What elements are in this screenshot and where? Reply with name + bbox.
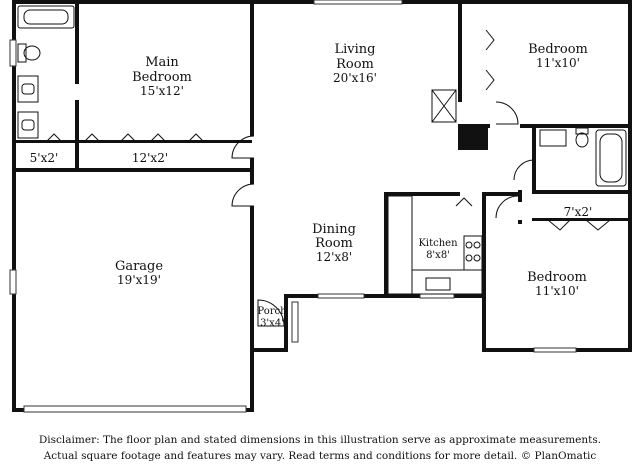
bedroom-bottom-dims: 11'x10'	[535, 284, 579, 298]
closet-bedroom-dims: 7'x2'	[564, 205, 593, 219]
closet-main-dims: 12'x2'	[132, 151, 168, 165]
kitchen-name: Kitchen	[418, 238, 458, 249]
room-labels: Main Bedroom 15'x12' Living Room 20'x16'…	[30, 42, 593, 329]
garage-name: Garage	[115, 259, 163, 274]
windows	[9, 0, 577, 353]
dining-room-name-line1: Dining	[312, 222, 356, 237]
porch-name: Porch	[257, 306, 287, 317]
bedroom-top-dims: 11'x10'	[536, 56, 580, 70]
main-bedroom-name-line1: Main	[145, 55, 179, 70]
bedroom-bottom-name: Bedroom	[527, 270, 587, 285]
disclaimer-line2: Actual square footage and features may v…	[43, 450, 597, 462]
living-room-name-line1: Living	[335, 42, 376, 57]
main-bedroom-dims: 15'x12'	[140, 84, 184, 98]
dining-room-name-line2: Room	[315, 236, 353, 251]
garage-door	[23, 405, 247, 413]
doors	[45, 29, 611, 327]
closet-bath-dims: 5'x2'	[30, 151, 59, 165]
bedroom-top-name: Bedroom	[528, 42, 588, 57]
fixtures	[17, 5, 627, 295]
garage-dims: 19'x19'	[117, 273, 161, 287]
dining-room-dims: 12'x8'	[316, 250, 352, 264]
porch-dims: 3'x4'	[260, 318, 284, 329]
walls	[12, 0, 632, 412]
living-room-dims: 20'x16'	[333, 71, 377, 85]
kitchen-dims: 8'x8'	[426, 250, 450, 261]
main-bedroom-name-line2: Bedroom	[132, 70, 192, 85]
living-room-name-line2: Room	[336, 57, 374, 72]
disclaimer-line1: Disclaimer: The floor plan and stated di…	[38, 434, 602, 446]
